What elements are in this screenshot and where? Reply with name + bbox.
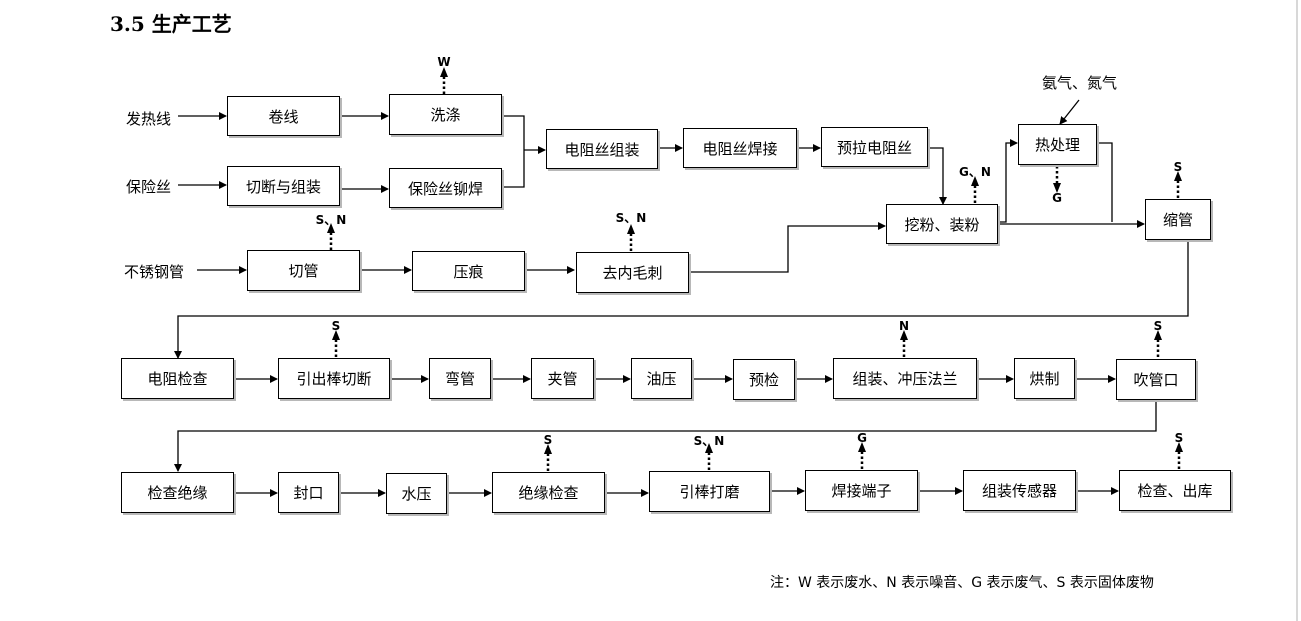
input-fuse-wire: 保险丝 [126, 178, 172, 196]
input-steel-tube: 不锈钢管 [124, 263, 185, 281]
emission-dig-powder: G、N [959, 165, 991, 179]
window-edge [1296, 0, 1298, 621]
process-lead-grind-label: 引棒打磨 [679, 483, 740, 501]
emission-heat-treat: G [1052, 191, 1062, 205]
process-pre-pull: 预拉电阻丝 [821, 127, 928, 167]
legend-note: 注：W 表示废水、N 表示噪音、G 表示废气、S 表示固体废物 [770, 575, 1154, 591]
process-heat-treat: 热处理 [1018, 124, 1097, 165]
emission-lead-grind: S、N [693, 434, 725, 448]
process-oil-press-label: 油压 [646, 370, 677, 388]
input-heating-wire: 发热线 [126, 110, 172, 128]
emission-cut-tube: S、N [315, 213, 347, 227]
emission-insul-check-2: S [543, 433, 553, 447]
process-bend: 弯管 [429, 358, 491, 399]
process-inspect-ship: 检查、出库 [1119, 470, 1231, 511]
process-lead-grind: 引棒打磨 [649, 471, 770, 512]
page-title: 3.5 生产工艺 [110, 12, 232, 36]
emission-shrink: S [1173, 160, 1183, 174]
process-res-check-label: 电阻检查 [147, 370, 208, 388]
process-res-assemble-label: 电阻丝组装 [564, 140, 640, 159]
process-wash-label: 洗涤 [430, 106, 461, 124]
process-weld-terminal: 焊接端子 [805, 470, 918, 511]
process-res-weld-label: 电阻丝焊接 [702, 139, 778, 158]
process-sensor-label: 组装传感器 [981, 482, 1057, 500]
process-assemble-flange-label: 组装、冲压法兰 [852, 370, 958, 388]
process-clamp: 夹管 [531, 358, 594, 399]
process-hydro-label: 水压 [401, 485, 432, 503]
process-press-mark-label: 压痕 [453, 262, 484, 281]
process-precheck-label: 预检 [748, 371, 779, 389]
process-clamp-label: 夹管 [547, 370, 578, 388]
process-insul-check-2-label: 绝缘检查 [518, 484, 579, 502]
process-dig-powder: 挖粉、装粉 [886, 204, 998, 244]
process-hydro: 水压 [386, 473, 447, 514]
process-cut-assemble-label: 切断与组装 [245, 177, 321, 196]
process-deburr-label: 去内毛刺 [602, 264, 663, 282]
process-pre-pull-label: 预拉电阻丝 [836, 138, 912, 157]
process-weld-terminal-label: 焊接端子 [831, 482, 892, 500]
emission-weld-terminal: G [857, 431, 867, 445]
process-assemble-flange: 组装、冲压法兰 [833, 358, 977, 399]
emission-assemble-flange: N [898, 319, 910, 333]
process-press-mark: 压痕 [412, 251, 525, 291]
emission-deburr: S、N [615, 211, 647, 225]
process-deburr: 去内毛刺 [576, 252, 689, 293]
process-insul-check-2: 绝缘检查 [492, 472, 605, 513]
emission-inspect-ship: S [1174, 431, 1184, 445]
process-cut-tube: 切管 [247, 250, 360, 291]
process-shrink: 缩管 [1145, 199, 1211, 240]
process-insul-check-1-label: 检查绝缘 [147, 484, 208, 502]
process-seal: 封口 [278, 472, 339, 513]
process-bake: 烘制 [1014, 358, 1075, 399]
process-fuse-rivet: 保险丝铆焊 [389, 168, 502, 208]
gas-inputs-label: 氨气、氮气 [1042, 74, 1118, 92]
process-bake-label: 烘制 [1029, 370, 1060, 388]
process-fuse-rivet-label: 保险丝铆焊 [407, 179, 483, 198]
process-shrink-label: 缩管 [1162, 211, 1193, 229]
process-blow-label: 吹管口 [1133, 371, 1179, 389]
process-bend-label: 弯管 [444, 370, 475, 388]
process-coil: 卷线 [227, 96, 340, 136]
process-seal-label: 封口 [293, 484, 324, 502]
process-dig-powder-label: 挖粉、装粉 [904, 215, 980, 234]
process-cut-tube-label: 切管 [288, 262, 319, 280]
process-sensor: 组装传感器 [963, 470, 1076, 511]
process-lead-cut-label: 引出棒切断 [296, 370, 372, 388]
process-cut-assemble: 切断与组装 [227, 166, 340, 206]
process-insul-check-1: 检查绝缘 [121, 472, 234, 513]
process-res-check: 电阻检查 [121, 358, 234, 399]
process-coil-label: 卷线 [268, 107, 299, 126]
emission-wash: W [437, 55, 451, 69]
process-precheck: 预检 [733, 359, 795, 400]
process-lead-cut: 引出棒切断 [278, 358, 390, 399]
process-oil-press: 油压 [631, 358, 692, 399]
process-res-weld: 电阻丝焊接 [683, 128, 797, 168]
process-res-assemble: 电阻丝组装 [546, 129, 658, 169]
process-heat-treat-label: 热处理 [1034, 136, 1080, 154]
emission-lead-cut: S [331, 319, 341, 333]
process-inspect-ship-label: 检查、出库 [1137, 482, 1213, 500]
emission-blow: S [1153, 319, 1163, 333]
process-blow: 吹管口 [1116, 359, 1196, 400]
process-wash: 洗涤 [389, 94, 502, 135]
